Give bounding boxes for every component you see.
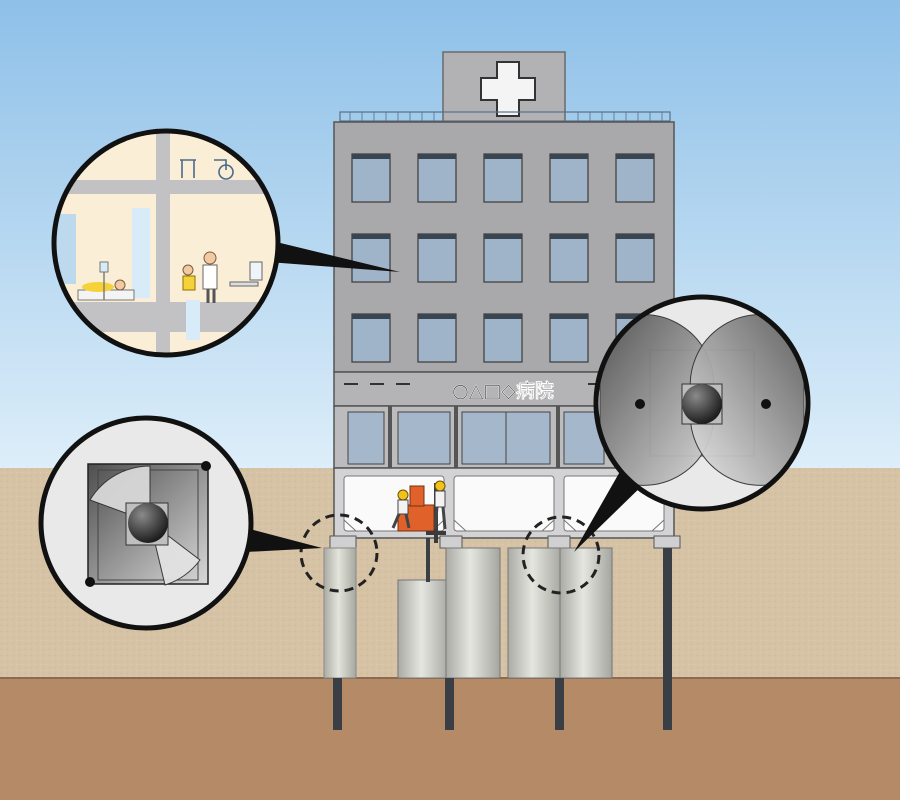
building-window (483, 153, 523, 203)
window-shade (418, 314, 456, 319)
window-shade (352, 234, 390, 239)
building-window (549, 153, 589, 203)
foundation-piles (323, 538, 672, 730)
window-shade (616, 154, 654, 159)
worker-helmet (434, 480, 446, 492)
patient-bed (77, 261, 135, 301)
building-window (549, 313, 589, 363)
joint-indicators (299, 513, 601, 595)
window-shade (616, 234, 654, 239)
worker-helmet (397, 489, 409, 501)
right-column-joint-callout (593, 294, 811, 512)
building-window (615, 233, 655, 283)
window-shade (352, 314, 390, 319)
building-window (483, 313, 523, 363)
building-window (351, 313, 391, 363)
window-shade (550, 154, 588, 159)
building-window (615, 153, 655, 203)
building-window (417, 153, 457, 203)
building-window (417, 233, 457, 283)
window-shade (484, 234, 522, 239)
callout-pointers (246, 240, 648, 552)
walker-icon (180, 159, 196, 178)
building-window (483, 233, 523, 283)
window-shade (418, 154, 456, 159)
left-column-joint-callout (38, 415, 254, 631)
wheelchair-icon (214, 159, 234, 180)
window-shade (418, 234, 456, 239)
right-joint-indicator (521, 515, 601, 595)
window-shade (616, 314, 654, 319)
hospital-interior-callout (51, 128, 281, 358)
building-window (417, 313, 457, 363)
building-window (549, 233, 589, 283)
construction-workers (391, 480, 447, 543)
building-window (351, 233, 391, 283)
window-shade (352, 154, 390, 159)
doctor-and-child (182, 251, 263, 303)
rooftop-sign (339, 51, 671, 123)
window-grid (351, 153, 655, 363)
window-shade (484, 154, 522, 159)
window-shade (484, 314, 522, 319)
window-shade (550, 234, 588, 239)
building-window (351, 153, 391, 203)
medical-cross-icon (480, 61, 536, 117)
left-joint-indicator (299, 513, 379, 593)
window-shade (550, 314, 588, 319)
hospital-name-sign: ○△□◇病院 (452, 379, 554, 402)
hospital-building: ○△□◇病院 (329, 121, 681, 549)
